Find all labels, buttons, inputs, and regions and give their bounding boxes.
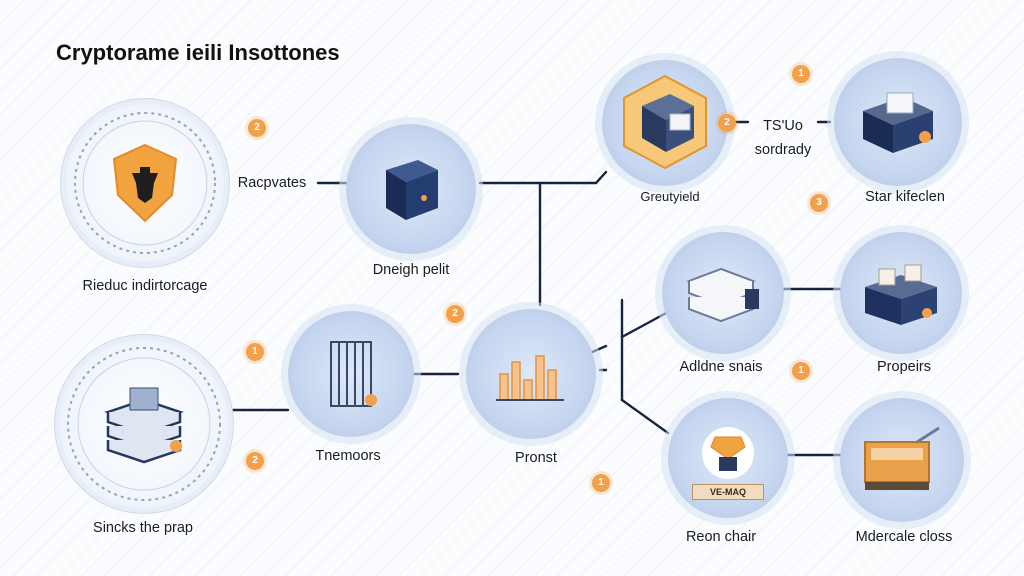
- node-servers[interactable]: [662, 232, 784, 354]
- label-bar-chart: Pronst: [515, 450, 557, 466]
- label-server-box: Star kifeclen: [865, 189, 945, 205]
- node-crates[interactable]: [840, 232, 962, 354]
- label-crates: Propeirs: [877, 359, 931, 375]
- page-title: Cryptorame ieili Insottones: [56, 40, 340, 65]
- node-bar-chart[interactable]: [466, 309, 596, 439]
- label-shield: Rieduc indirtorcage: [82, 278, 208, 294]
- label-device: Greutyield: [640, 189, 700, 204]
- device-icon: [623, 74, 707, 170]
- label-server-stack: Sincks the prap: [93, 520, 193, 536]
- server-box-icon: [863, 92, 933, 153]
- cube-icon: [386, 160, 438, 220]
- node-pillar[interactable]: [288, 311, 414, 437]
- label-tag: Reon chair: [685, 529, 757, 545]
- edge-branch-n8: [620, 310, 670, 339]
- node-cube[interactable]: [346, 124, 476, 254]
- edge-label-e2: TS'Uo sordrady: [754, 118, 812, 158]
- server-stack-icon: [104, 387, 184, 464]
- step-badge: 3: [810, 194, 828, 212]
- miner-icon: [702, 427, 754, 479]
- step-badge: 1: [792, 362, 810, 380]
- step-badge: 1: [246, 343, 264, 361]
- step-badge: 1: [592, 474, 610, 492]
- node-tag[interactable]: VE-MAQ: [668, 398, 788, 518]
- edge-n7-branch: [588, 344, 608, 355]
- servers-icon: [686, 267, 759, 323]
- bar-chart-icon: [496, 355, 564, 401]
- node-device[interactable]: [602, 60, 728, 186]
- edge-label-e1: Racpvates: [237, 175, 307, 191]
- crates-icon: [865, 264, 937, 325]
- machine-icon: [864, 426, 940, 490]
- node-machine[interactable]: [840, 398, 964, 522]
- data-pillar-icon: [330, 341, 377, 407]
- label-servers: Adldne snais: [679, 359, 763, 375]
- step-badge: 2: [446, 305, 464, 323]
- label-machine: Mdercale closs: [855, 529, 953, 545]
- shield-icon: [112, 143, 178, 223]
- edge-n2-junction: [478, 170, 608, 185]
- step-badge: 2: [248, 119, 266, 137]
- tag-plate: VE-MAQ: [692, 484, 764, 500]
- ring-text-decoration: [74, 112, 216, 254]
- step-badge: 2: [246, 452, 264, 470]
- label-pillar: Tnemoors: [315, 448, 381, 464]
- node-shield[interactable]: [66, 104, 224, 262]
- node-server-stack[interactable]: [60, 340, 228, 508]
- node-server-box[interactable]: [834, 58, 962, 186]
- step-badge: 1: [792, 65, 810, 83]
- step-badge: 2: [718, 114, 736, 132]
- ring-text-decoration: [67, 347, 221, 501]
- edge-branch-n10: [620, 398, 670, 435]
- label-cube: Dneigh pelit: [372, 262, 450, 278]
